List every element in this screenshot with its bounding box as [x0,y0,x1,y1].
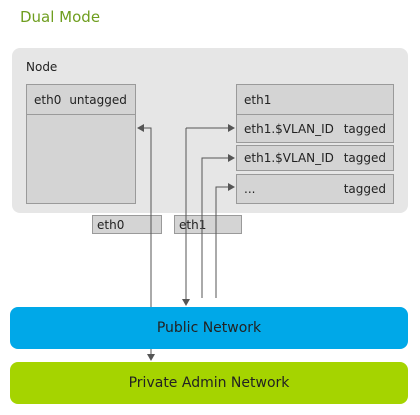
eth0-port: eth0 [92,215,162,234]
private-network-label: Private Admin Network [128,375,290,391]
vlan-row-name: eth1.$VLAN_ID [244,121,334,136]
eth1-vlan-row: eth1.$VLAN_ID tagged [236,145,394,171]
eth0-mode: untagged [69,92,127,107]
vlan-row-mode: tagged [343,121,386,136]
private-admin-network-bar: Private Admin Network [10,362,408,404]
eth1-vlan-row: ... tagged [236,174,394,204]
vlan-row-mode: tagged [343,182,386,196]
eth0-header: eth0 untagged [26,84,136,115]
eth0-port-label: eth0 [97,217,125,232]
vlan-line-2 [201,154,235,298]
eth1-header-label: eth1 [244,92,272,107]
eth1-header: eth1 [236,84,394,115]
vlan-line-3 [215,183,235,298]
vlan-row-name: ... [244,182,256,196]
eth0-name: eth0 [34,92,62,107]
diagram-title: Dual Mode [20,8,101,26]
vlan-row-mode: tagged [343,151,386,165]
eth1-vlan-row: eth1.$VLAN_ID tagged [236,114,394,143]
node-label: Node [26,60,58,74]
public-network-bar: Public Network [10,307,408,349]
vlan-row-name: eth1.$VLAN_ID [244,151,334,165]
public-network-label: Public Network [156,320,262,336]
